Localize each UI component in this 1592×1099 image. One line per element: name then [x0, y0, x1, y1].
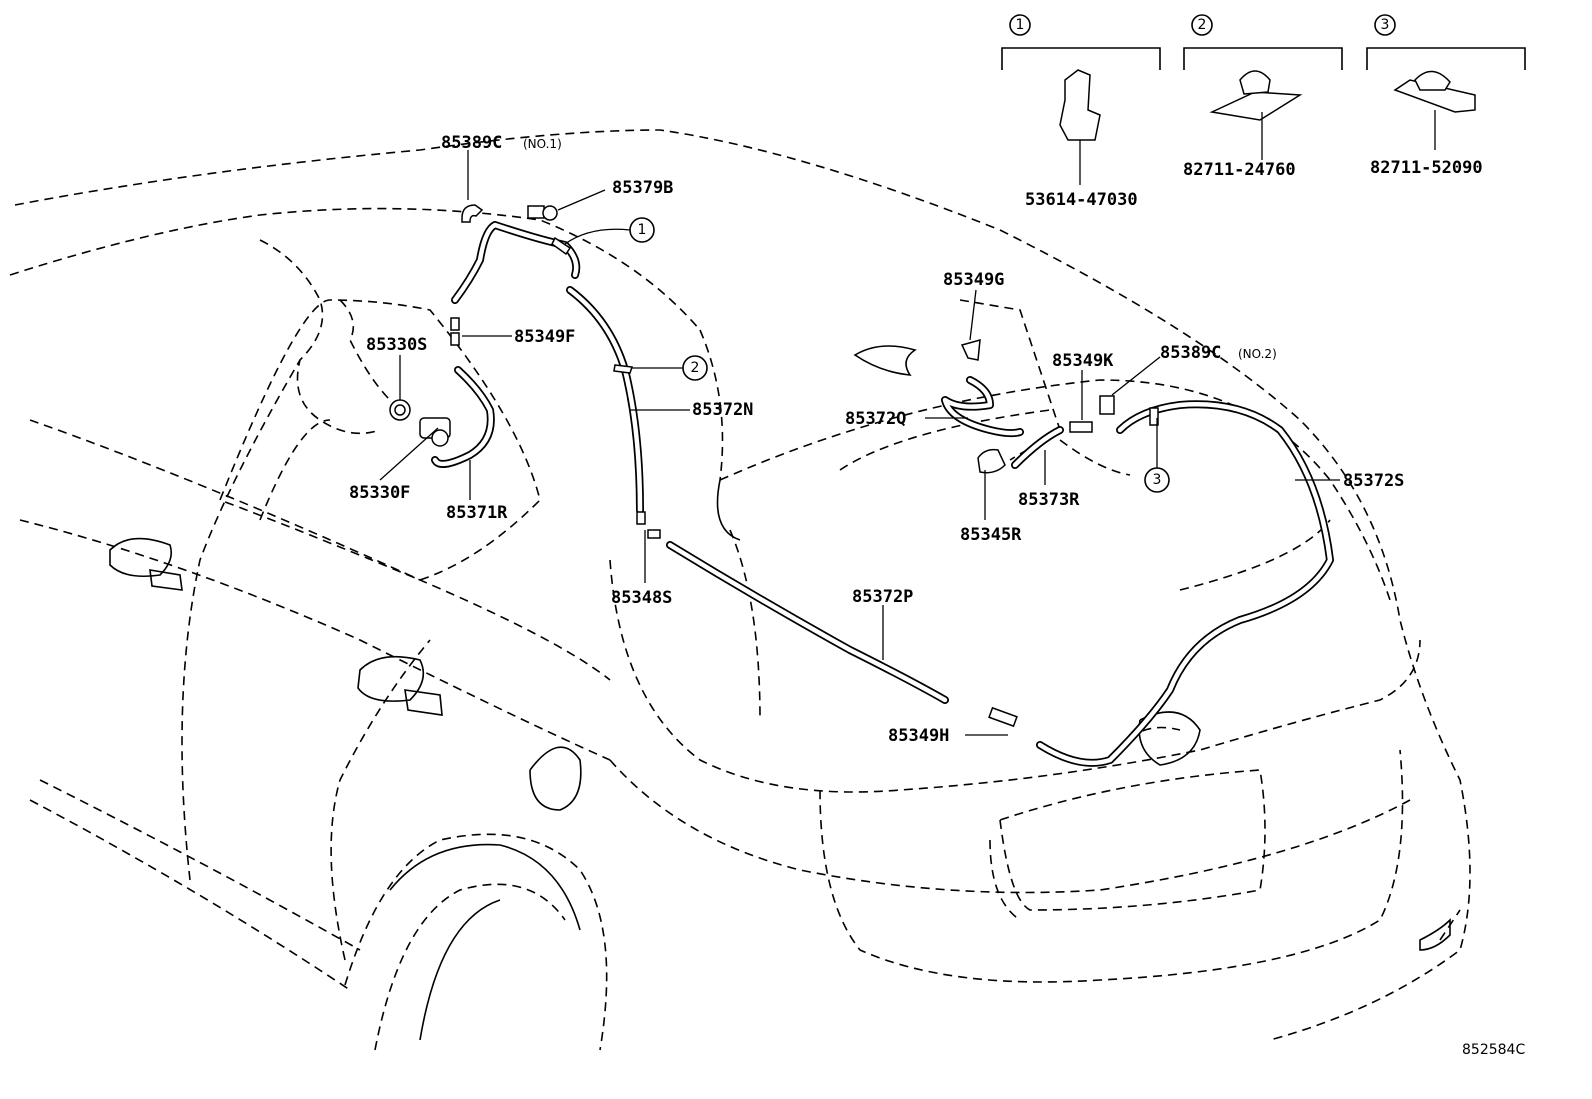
label-85345R: 85345R	[960, 525, 1022, 545]
label-85389C-no2-note: (NO.2)	[1238, 347, 1277, 361]
label-85330F: 85330F	[349, 483, 410, 503]
label-85373R: 85373R	[1018, 490, 1080, 510]
legend-part-3: 82711-52090	[1370, 158, 1483, 178]
marker-1-text: 1	[1016, 17, 1025, 33]
label-85349H: 85349H	[888, 726, 949, 746]
label-85389C-no1-note: (NO.1)	[523, 137, 562, 151]
label-85349K: 85349K	[1052, 351, 1114, 371]
svg-text:3: 3	[1153, 472, 1162, 488]
label-85349G: 85349G	[943, 270, 1004, 290]
svg-text:2: 2	[691, 360, 700, 376]
legend-box-2: 2 82711-24760	[1183, 14, 1343, 180]
callout-3: 3	[1144, 418, 1170, 493]
marker-2-text: 2	[1198, 17, 1207, 33]
svg-text:1: 1	[638, 222, 647, 238]
hose-clip-icon	[551, 236, 1159, 426]
joint-icon	[450, 205, 1115, 728]
legend-part-2: 82711-24760	[1183, 160, 1296, 180]
label-85372Q: 85372Q	[845, 409, 906, 429]
label-85348S: 85348S	[611, 588, 672, 608]
legend-part-1: 53614-47030	[1025, 190, 1138, 210]
label-85371R: 85371R	[446, 503, 508, 523]
washer-hoses	[431, 221, 1334, 767]
marker-3-text: 3	[1381, 17, 1390, 33]
legend-box-1: 1 53614-47030	[1001, 14, 1161, 210]
label-85372N: 85372N	[692, 400, 753, 420]
vehicle-outline	[9, 129, 1471, 1051]
label-85372S: 85372S	[1343, 471, 1404, 491]
callout-2: 2	[632, 355, 708, 381]
leader-lines	[379, 150, 1340, 736]
legend-box-3: 3 82711-52090	[1366, 14, 1526, 178]
label-85372P: 85372P	[852, 587, 913, 607]
washer-pump-icon	[389, 399, 451, 447]
part-labels: 85389C (NO.1) 85379B 85349F 85330S 85372…	[349, 133, 1404, 746]
label-85330S: 85330S	[366, 335, 427, 355]
hose-clamp-icon	[461, 204, 484, 223]
label-85389C-no1: 85389C	[441, 133, 502, 153]
label-85349F: 85349F	[514, 327, 575, 347]
label-85389C-no2: 85389C	[1160, 343, 1221, 363]
label-85379B: 85379B	[612, 178, 673, 198]
callout-1: 1	[564, 217, 655, 245]
diagram-code: 852584C	[1462, 1042, 1525, 1058]
washer-nozzle-icon	[960, 338, 1006, 474]
